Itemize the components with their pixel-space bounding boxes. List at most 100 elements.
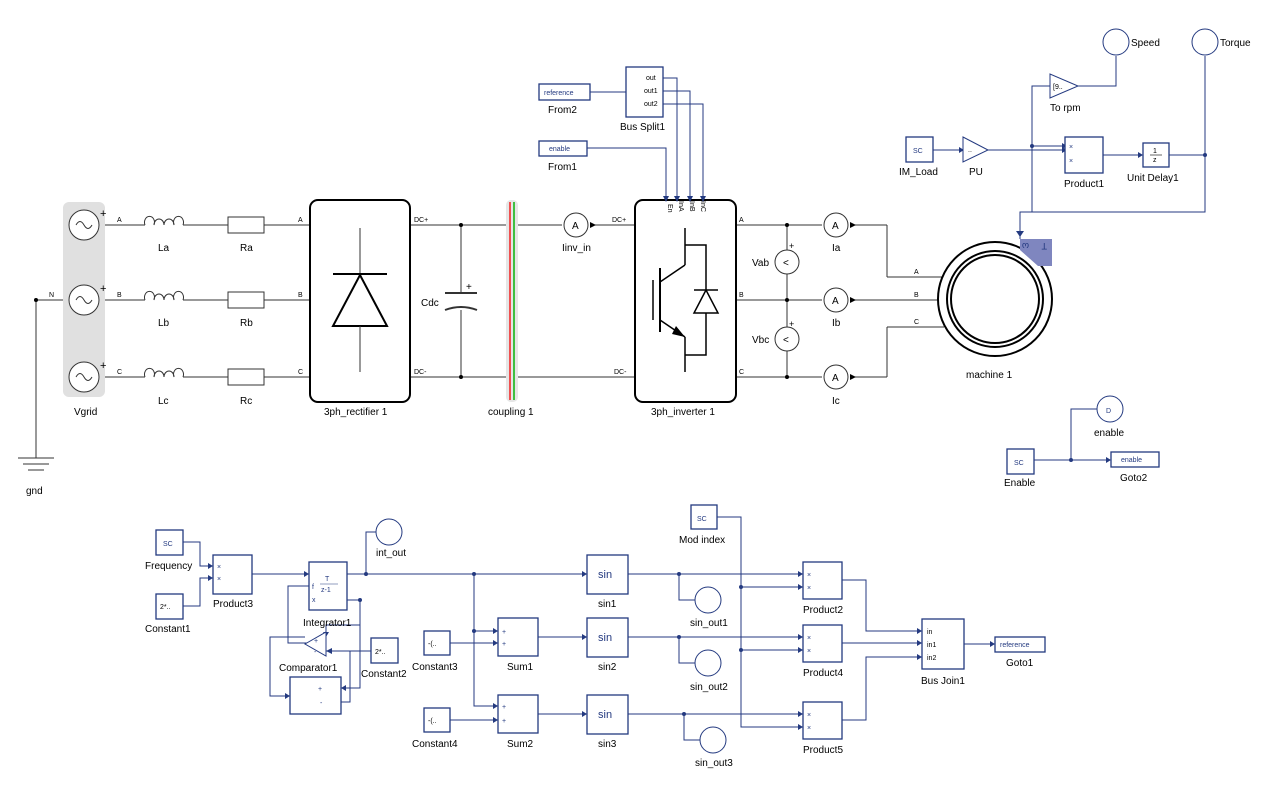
mod-index-label: Mod index — [679, 535, 725, 546]
port-c-machine: C — [914, 319, 919, 326]
enable-sc[interactable] — [1006, 448, 1035, 475]
bus-split-block[interactable] — [625, 66, 664, 118]
sin3-block[interactable] — [586, 694, 629, 735]
ic-ammeter[interactable] — [823, 364, 849, 390]
sin2-block[interactable] — [586, 617, 629, 658]
ia-ammeter[interactable] — [823, 212, 849, 238]
int-out-scope[interactable] — [375, 518, 403, 546]
constant2-block[interactable] — [370, 637, 399, 664]
frequency-label: Frequency — [145, 561, 192, 572]
mod-index-sc[interactable] — [690, 504, 718, 530]
sin-out3-scope[interactable] — [699, 726, 727, 754]
bus-join-block[interactable] — [921, 618, 965, 670]
from2-tag[interactable] — [538, 83, 591, 101]
vgrid-plus-b: + — [100, 283, 106, 295]
frequency-sc[interactable] — [155, 529, 184, 556]
machine-port-t: T — [1041, 241, 1047, 251]
machine-mech-port[interactable] — [1020, 239, 1052, 266]
constant4-label: Constant4 — [412, 739, 458, 750]
enable-scope[interactable] — [1096, 395, 1124, 423]
integrator-block[interactable] — [308, 561, 348, 611]
rectifier-block[interactable] — [309, 199, 411, 403]
integrator-x: x — [312, 597, 316, 604]
ra-label: Ra — [240, 243, 253, 254]
vgrid-sources[interactable] — [68, 209, 100, 393]
goto1-tag[interactable] — [994, 636, 1046, 653]
product1-x1: × — [1069, 144, 1073, 151]
top-junctions — [1030, 144, 1207, 462]
product3-block[interactable] — [212, 554, 253, 595]
minus-sum-block[interactable] — [289, 676, 342, 715]
sum1-block[interactable] — [497, 617, 539, 657]
im-load-sc-text: SC — [913, 148, 923, 155]
im-load-label: IM_Load — [899, 167, 938, 178]
inductors[interactable] — [144, 215, 184, 378]
rectifier-label: 3ph_rectifier 1 — [324, 407, 388, 418]
vab-plus: + — [789, 241, 794, 251]
to-rpm-gain[interactable] — [1049, 73, 1080, 99]
inverter-label: 3ph_inverter 1 — [651, 407, 715, 418]
power-wires — [35, 224, 944, 458]
bus-join-port-0: in — [927, 629, 933, 636]
product2-block[interactable] — [802, 561, 843, 600]
product4-x2: × — [807, 648, 811, 655]
constant2-value: 2*.. — [375, 649, 386, 656]
product1-label: Product1 — [1064, 179, 1104, 190]
integrator-den: z-1 — [321, 587, 331, 594]
iinv-arrow — [590, 222, 596, 228]
constant2-label: Constant2 — [361, 669, 407, 680]
product4-block[interactable] — [802, 624, 843, 663]
constant3-value: -(.. — [428, 641, 437, 648]
iinv-ammeter[interactable] — [563, 212, 589, 238]
induction-machine[interactable] — [937, 241, 1053, 357]
resistors[interactable] — [227, 216, 265, 386]
vab-voltmeter[interactable] — [774, 249, 800, 275]
sin-out2-scope[interactable] — [694, 649, 722, 677]
port-a-rect: A — [298, 217, 303, 224]
control-wires — [183, 516, 995, 741]
sum2-block[interactable] — [497, 694, 539, 734]
sin1-label: sin1 — [598, 599, 617, 610]
goto2-tag[interactable] — [1110, 451, 1160, 468]
vbc-voltmeter[interactable] — [774, 326, 800, 352]
from1-tag[interactable] — [538, 140, 588, 157]
to-rpm-label: To rpm — [1050, 103, 1081, 114]
torque-scope[interactable] — [1191, 28, 1219, 56]
product5-block[interactable] — [802, 701, 843, 740]
ic-arrow — [850, 374, 856, 380]
port-dcp-rect: DC+ — [414, 217, 428, 224]
im-load-sc[interactable] — [905, 136, 934, 163]
sin-out1-label: sin_out1 — [690, 618, 728, 629]
product1-x2: × — [1069, 158, 1073, 165]
constant3-block[interactable] — [423, 630, 451, 656]
goto1-label: Goto1 — [1006, 658, 1034, 669]
ground-symbol[interactable] — [18, 457, 54, 471]
speed-scope[interactable] — [1102, 28, 1130, 56]
constant1-block[interactable] — [155, 593, 184, 620]
comparator-block[interactable] — [303, 631, 327, 657]
unit-delay-label: Unit Delay1 — [1127, 173, 1179, 184]
sin-out3-label: sin_out3 — [695, 758, 733, 769]
machine-label: machine 1 — [966, 370, 1013, 381]
coupling-block[interactable] — [506, 200, 518, 402]
enable-sc-label: Enable — [1004, 478, 1036, 489]
ib-ammeter[interactable] — [823, 287, 849, 313]
rc-label: Rc — [240, 396, 252, 407]
enable-sc-text: SC — [1014, 460, 1024, 467]
pu-gain[interactable] — [962, 136, 990, 163]
inverter-block[interactable] — [634, 199, 737, 403]
vab-label: Vab — [752, 258, 769, 269]
constant3-label: Constant3 — [412, 662, 458, 673]
sin1-block[interactable] — [586, 554, 629, 595]
constant4-block[interactable] — [423, 707, 451, 733]
sin-out2-label: sin_out2 — [690, 682, 728, 693]
sin-out1-scope[interactable] — [694, 586, 722, 614]
unit-delay-block[interactable] — [1142, 142, 1170, 168]
product5-label: Product5 — [803, 745, 843, 756]
product1-block[interactable] — [1064, 136, 1104, 174]
sum1-label: Sum1 — [507, 662, 534, 673]
bus-split-port-2: out2 — [644, 101, 658, 108]
dc-capacitor[interactable] — [444, 292, 478, 311]
port-a-inv: A — [739, 217, 744, 224]
port-b-vgrid: B — [117, 292, 122, 299]
